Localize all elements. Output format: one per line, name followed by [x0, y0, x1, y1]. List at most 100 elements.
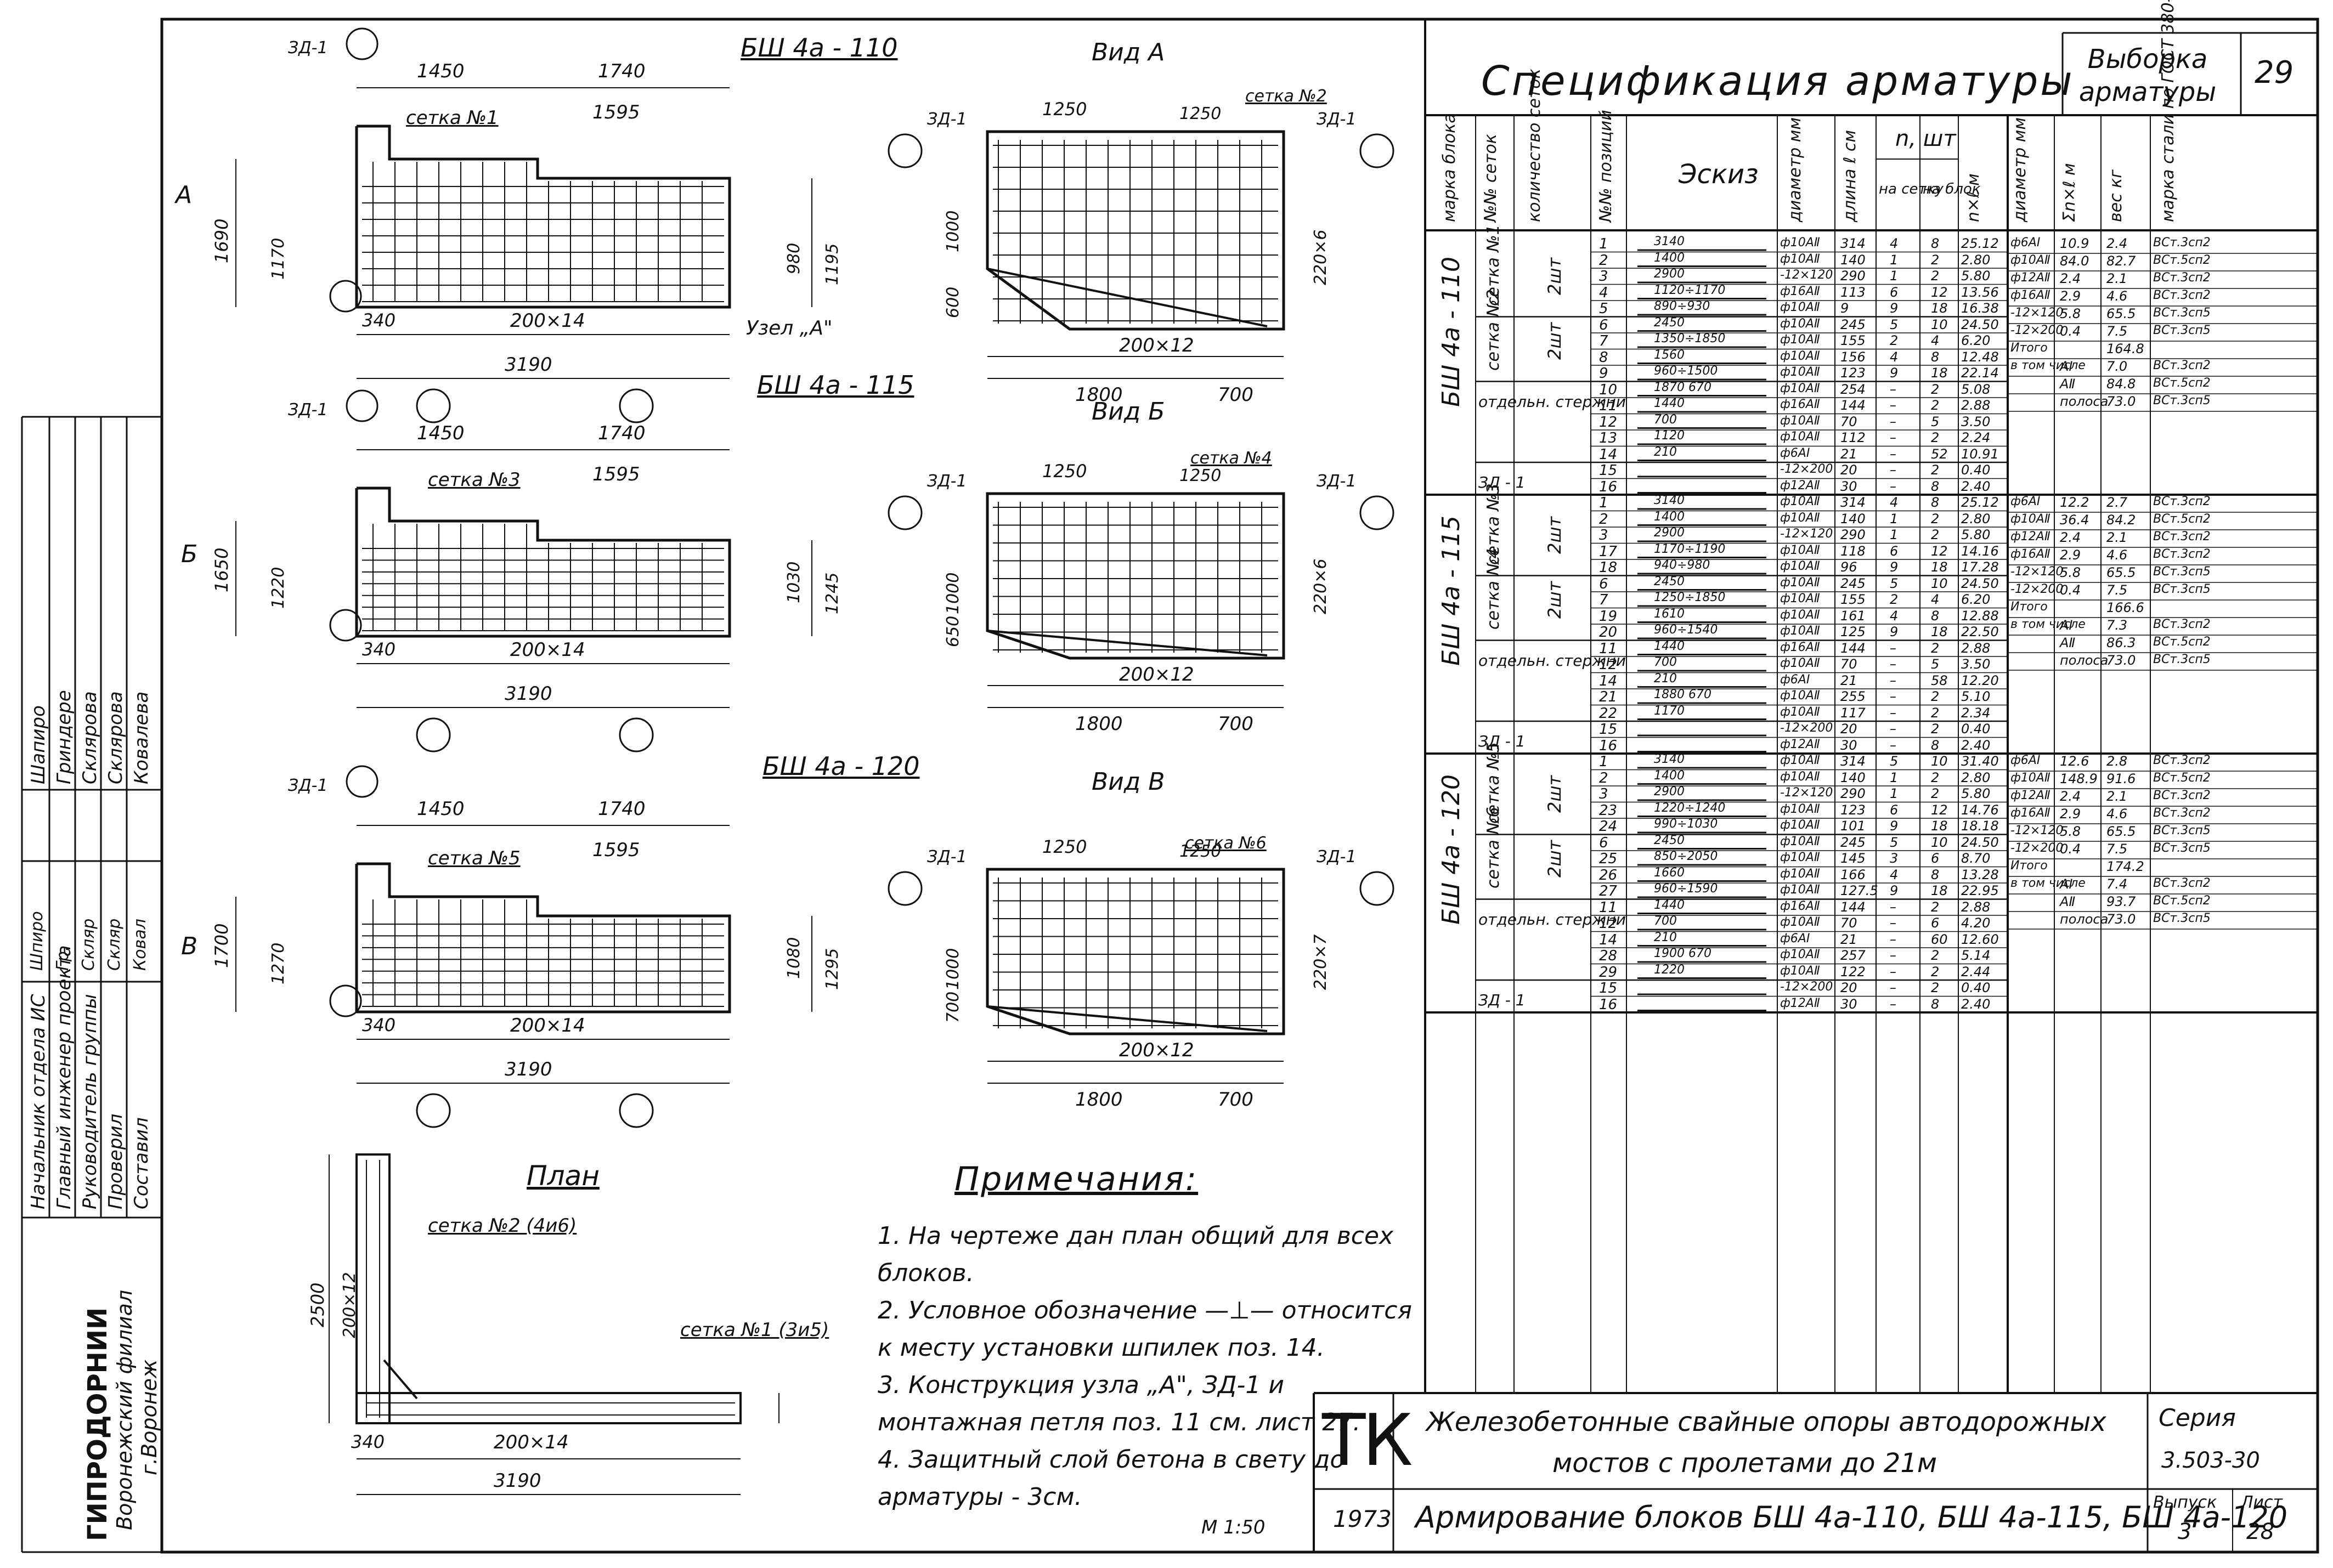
- sel-steel: ВСт.3сп5: [2153, 824, 2211, 837]
- sel-sum: 2.4: [2060, 271, 2081, 286]
- cell-per-block: 18: [1931, 301, 1948, 316]
- callout-right: [1359, 495, 1394, 530]
- sel-steel: ВСт.3сп2: [2153, 359, 2211, 372]
- dim-1800: 1800: [1075, 713, 1123, 735]
- callout-14: [329, 984, 362, 1017]
- issue-value: 3: [2178, 1519, 2192, 1544]
- sel-weight: 174.2: [2106, 859, 2144, 874]
- cell-diameter: ф10АⅡ: [1780, 316, 1820, 331]
- sel-weight: 7.4: [2106, 876, 2128, 892]
- sheet-frame: [160, 18, 2319, 1554]
- cell-per-mesh: –: [1890, 996, 1896, 1012]
- callout-14: [329, 280, 362, 313]
- view-title-a: Вид А: [1092, 38, 1165, 66]
- cell-pos: 12: [1599, 915, 1618, 932]
- cell-length: 127.5: [1840, 883, 1878, 898]
- cell-per-block: 2: [1931, 689, 1940, 704]
- cell-nl: 2.80: [1961, 769, 1991, 785]
- view-outline: [986, 492, 1285, 660]
- cell-sketch: 1440: [1654, 898, 1685, 912]
- cell-sketch: 210: [1654, 671, 1677, 686]
- sel-diameter: ф16АⅡ: [2010, 547, 2050, 561]
- label-3d1: ЗД-1: [288, 776, 328, 795]
- cell-per-block: 8: [1931, 478, 1940, 494]
- header-n-pcs: n, шт: [1895, 126, 1956, 151]
- sel-steel: ВСт.3сп5: [2153, 394, 2211, 407]
- cell-length: 245: [1840, 575, 1866, 591]
- cell-diameter: ф10АⅡ: [1780, 495, 1820, 508]
- view-title-v: Вид В: [1092, 768, 1165, 796]
- sel-steel: ВСт.3сп5: [2153, 582, 2211, 596]
- dim-1250b: 1250: [1179, 104, 1222, 123]
- cell-per-mesh: –: [1890, 478, 1896, 494]
- cell-per-mesh: –: [1890, 899, 1896, 915]
- stamp-signature: Гр.: [53, 946, 72, 971]
- stamp-role: Начальник отдела ИС: [27, 994, 49, 1209]
- cell-pos: 1: [1599, 754, 1608, 770]
- sel-weight: 86.3: [2106, 635, 2136, 650]
- block-outline: [355, 124, 731, 309]
- cell-nl: 2.34: [1961, 705, 1991, 721]
- cell-per-block: 8: [1931, 996, 1940, 1012]
- sel-steel: ВСт.3сп5: [2153, 912, 2211, 925]
- sel-weight: 166.6: [2106, 600, 2144, 615]
- cell-sketch: 940÷980: [1654, 558, 1710, 572]
- cell-per-mesh: 9: [1890, 818, 1899, 834]
- mesh-label-1: сетка №1: [406, 107, 499, 129]
- dim-220: 220×6: [1311, 558, 1330, 614]
- cell-per-block: 10: [1931, 834, 1948, 850]
- cell-length: 144: [1840, 398, 1866, 413]
- dim-700: 700: [1218, 384, 1253, 406]
- cell-per-mesh: 9: [1890, 365, 1899, 381]
- sel-weight: 7.5: [2106, 582, 2128, 598]
- cell-pos: 20: [1599, 624, 1618, 641]
- cell-nl: 16.38: [1961, 301, 1999, 316]
- sel-steel: ВСт.3сп2: [2153, 754, 2211, 767]
- cell-sketch: 1870 670: [1654, 380, 1711, 394]
- cell-sketch: 1880 670: [1654, 688, 1711, 701]
- cell-pos: 1: [1599, 495, 1608, 511]
- cell-length: 290: [1840, 786, 1866, 801]
- cell-pos: 15: [1599, 980, 1618, 997]
- cell-diameter: ф16АⅡ: [1780, 284, 1820, 298]
- sel-sum: 0.4: [2060, 582, 2081, 598]
- cell-pos: 11: [1599, 640, 1618, 657]
- selection-title-1: Выборка: [2087, 44, 2208, 75]
- cell-nl: 24.50: [1961, 316, 1999, 332]
- sel-diameter: Итого: [2010, 341, 2048, 355]
- cell-nl: 5.08: [1961, 381, 1991, 397]
- sel-weight: 73.0: [2106, 394, 2136, 409]
- note-4: 4. Защитный слой бетона в свету до армат…: [878, 1446, 1345, 1511]
- sel-diameter: ф6АⅠ: [2010, 236, 2041, 250]
- header-block-mark: марка блока: [1440, 113, 1459, 222]
- plan-dim-2500: 2500: [307, 1282, 328, 1327]
- cell-pos: 26: [1599, 867, 1618, 884]
- dim-200x14: 200×14: [510, 310, 585, 332]
- cell-sketch: 960÷1590: [1654, 882, 1718, 896]
- sel-diameter: Итого: [2010, 859, 2048, 873]
- grid-axis-2: [619, 388, 654, 423]
- cell-per-block: 2: [1931, 786, 1940, 801]
- group-mesh: отдельн. стержни: [1478, 651, 1626, 670]
- cell-diameter: ф10АⅡ: [1780, 851, 1820, 864]
- cell-per-mesh: 6: [1890, 802, 1899, 818]
- cell-length: 21: [1840, 446, 1857, 462]
- dim-220: 220×6: [1311, 229, 1330, 285]
- mesh-label-6: сетка №6: [1185, 834, 1267, 853]
- stamp-signature: Скляр: [79, 918, 98, 971]
- block-mark: БШ 4а - 110: [1437, 256, 1465, 407]
- sheet-value: 28: [2246, 1519, 2274, 1544]
- cell-per-block: 2: [1931, 721, 1940, 737]
- cell-per-mesh: –: [1890, 398, 1896, 413]
- cell-nl: 3.50: [1961, 656, 1991, 672]
- header-sel-weight: вес кг: [2106, 169, 2126, 222]
- note-1: 1. На чертеже дан план общий для всех бл…: [878, 1222, 1394, 1287]
- cell-diameter: ф10АⅡ: [1780, 915, 1820, 929]
- cell-diameter: ф16АⅡ: [1780, 899, 1820, 913]
- cell-pos: 22: [1599, 705, 1618, 722]
- sel-weight: 65.5: [2106, 824, 2136, 839]
- cell-nl: 25.12: [1961, 236, 1999, 251]
- selection-title: Выборка арматуры: [2074, 43, 2222, 109]
- cell-diameter: ф10АⅡ: [1780, 252, 1820, 266]
- cell-nl: 12.20: [1961, 672, 1999, 688]
